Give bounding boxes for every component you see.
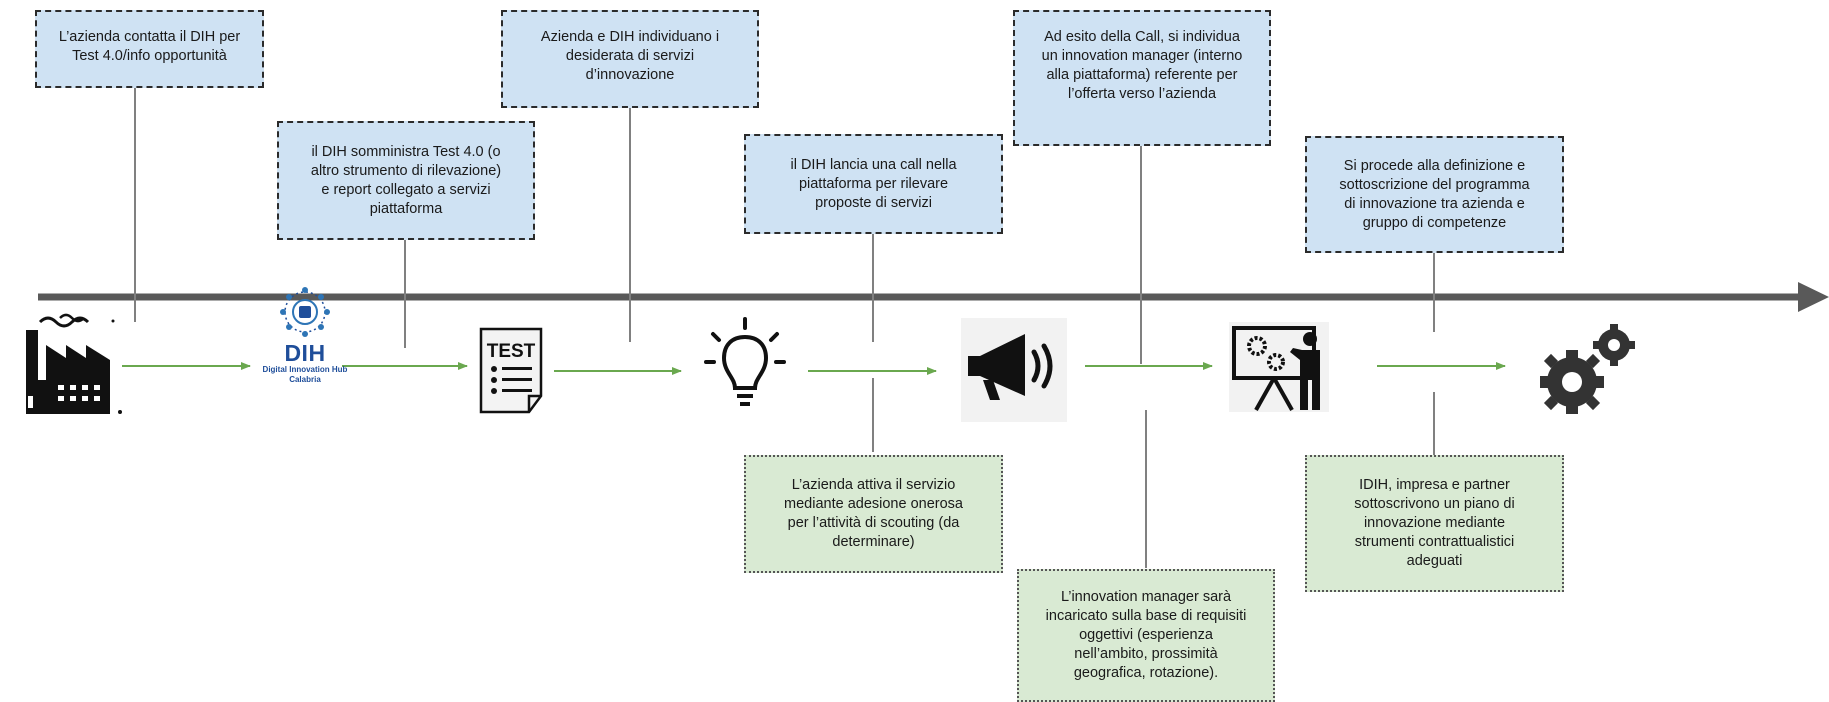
step-box-bottom-2: L’innovation manager sarà incaricato sul… xyxy=(1017,569,1275,702)
step-box-top-6-text: Si procede alla definizione e sottoscriz… xyxy=(1339,157,1530,231)
step-box-top-2: il DIH somministra Test 4.0 (o altro str… xyxy=(277,121,535,240)
step-box-top-2-text: il DIH somministra Test 4.0 (o altro str… xyxy=(310,143,502,217)
top-connectors xyxy=(134,87,1435,364)
step-box-top-1: L’azienda contatta il DIH per Test 4.0/i… xyxy=(35,10,264,88)
step-box-bottom-3-text: IDIH, impresa e partner sottoscrivono un… xyxy=(1354,477,1515,569)
bottom-connectors xyxy=(872,378,1435,568)
dih-logo-caption: DIH Digital Innovation Hub Calabria xyxy=(240,341,370,385)
test-document-icon xyxy=(479,327,543,414)
step-box-top-6: Si procede alla definizione e sottoscriz… xyxy=(1305,136,1564,253)
dih-logo-emblem xyxy=(280,287,330,337)
step-box-bottom-1-text: L’azienda attiva il servizio mediante ad… xyxy=(784,477,963,550)
step-box-bottom-2-text: L’innovation manager sarà incaricato sul… xyxy=(1045,589,1247,681)
step-box-top-4-text: il DIH lancia una call nella piattaforma… xyxy=(790,156,957,211)
step-box-top-4: il DIH lancia una call nella piattaforma… xyxy=(744,134,1003,234)
dih-logo-subtitle-line1: Digital Innovation Hub xyxy=(262,365,348,374)
step-box-top-1-text: L’azienda contatta il DIH per Test 4.0/i… xyxy=(58,29,241,64)
step-box-top-3-text: Azienda e DIH individuano i desiderata d… xyxy=(540,29,720,83)
flow-arrows xyxy=(122,362,1506,375)
gears-icon xyxy=(1540,324,1635,414)
lightbulb-icon xyxy=(704,317,786,406)
dih-logo-title: DIH xyxy=(284,340,326,366)
step-box-top-5-text: Ad esito della Call, si individua un inn… xyxy=(1041,29,1243,102)
step-box-bottom-3: IDIH, impresa e partner sottoscrivono un… xyxy=(1305,455,1564,592)
main-timeline-arrow xyxy=(38,282,1829,312)
step-box-top-3: Azienda e DIH individuano i desiderata d… xyxy=(501,10,759,108)
test-label: TEST xyxy=(487,341,536,362)
megaphone-icon xyxy=(961,318,1067,422)
presentation-icon xyxy=(1229,322,1329,412)
step-box-top-5: Ad esito della Call, si individua un inn… xyxy=(1013,10,1271,146)
dih-logo-subtitle-line2: Calabria xyxy=(289,375,321,384)
step-box-bottom-1: L’azienda attiva il servizio mediante ad… xyxy=(744,455,1003,573)
factory-icon xyxy=(26,313,122,414)
